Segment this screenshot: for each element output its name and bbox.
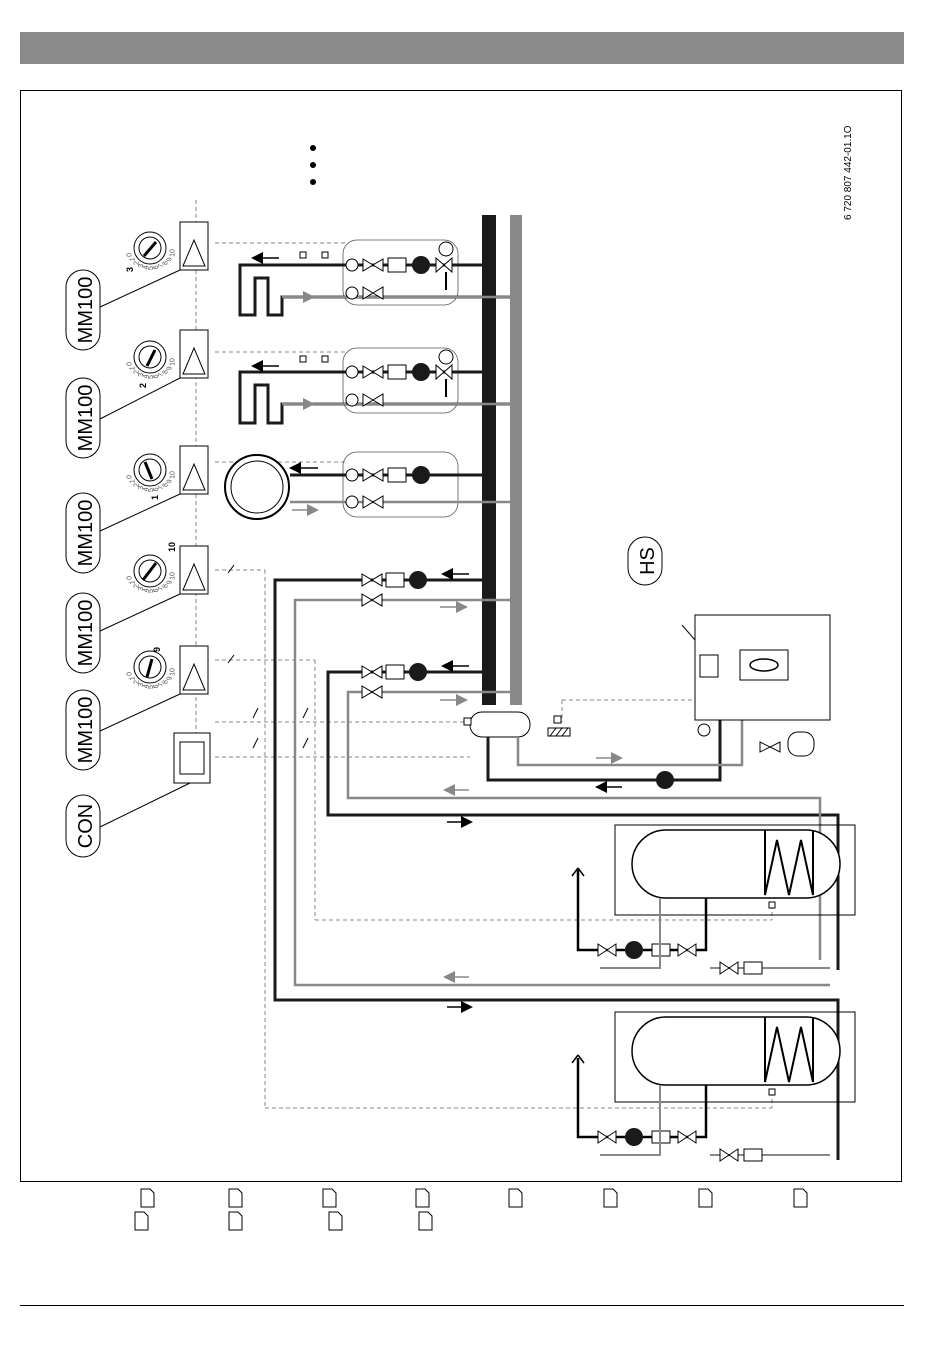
dial-scale-number: 0 [127,672,134,676]
dial-scale-number: 10 [169,572,176,580]
dial-scale-number: 1 [130,366,137,370]
doc-icon [508,1188,523,1208]
doc-icon [603,1188,618,1208]
svg-text:MM100: MM100 [75,500,97,567]
dial-scale-number: 9 [166,479,173,483]
svg-text:3: 3 [125,267,135,272]
dial-scale-number: 9 [166,676,173,680]
dial-scale-number: 1 [130,676,137,680]
svg-text:MM100: MM100 [75,697,97,764]
dial-scale-number: 10 [169,249,176,257]
svg-text:2: 2 [138,383,148,388]
dial-scale-number: 10 [169,471,176,479]
svg-text:HS: HS [637,547,659,575]
return-header [510,215,522,705]
mm100-label-1: MM100 [66,493,100,573]
doc-icon [228,1211,243,1231]
doc-icon [328,1211,343,1231]
doc-icon [793,1188,808,1208]
mm100-label-2: MM100 [66,378,100,458]
dial-scale-number: 9 [166,257,173,261]
dial-scale-number: 1 [130,479,137,483]
dial-scale-number: 1 [130,257,137,261]
supply-header [482,215,496,705]
dial-scale-number: 10 [169,668,176,676]
con-label: CON [66,795,100,857]
heat-source [682,615,830,756]
mm100-label-3: MM100 [66,270,100,350]
svg-text:9: 9 [152,647,162,652]
pool-circuit-1 [225,452,510,519]
dial-scale-number: 0 [127,362,134,366]
mm100-label-9: MM100 [66,690,100,770]
dial-scale-number: 9 [166,366,173,370]
doc-icon [134,1211,149,1231]
svg-text:1: 1 [150,495,160,500]
hs-label: HS [628,537,662,585]
dhw-tank-1 [572,825,855,974]
dial-scale-number: 0 [127,576,134,580]
doc-icon [418,1211,433,1231]
hydraulic-separator [464,712,742,789]
dial-scale-number: 1 [130,580,137,584]
svg-text:MM100: MM100 [75,277,97,344]
dial-scale-number: 0 [127,253,134,257]
mixed-circuit-3 [240,240,510,315]
dial-scale-number: 0 [127,475,134,479]
mm100-label-10: MM100 [66,593,100,673]
svg-text:MM100: MM100 [75,600,97,667]
svg-text:MM100: MM100 [75,385,97,452]
dhw-tank-2 [572,1012,855,1161]
doc-icon [140,1188,155,1208]
footer-rule [20,1305,904,1306]
svg-text:10: 10 [167,542,177,552]
mixed-circuit-2 [240,348,510,423]
svg-text:CON: CON [75,804,97,848]
doc-icon [322,1188,337,1208]
continuation-dots [310,145,316,185]
dial-scale-number: 10 [169,358,176,366]
figure-code: 6 720 807 442-01.1O [843,125,854,220]
doc-icon [228,1188,243,1208]
doc-icon [698,1188,713,1208]
module-boxes [98,222,210,828]
doc-icon [415,1188,430,1208]
dial-scale-number: 9 [166,580,173,584]
dials [134,232,166,683]
